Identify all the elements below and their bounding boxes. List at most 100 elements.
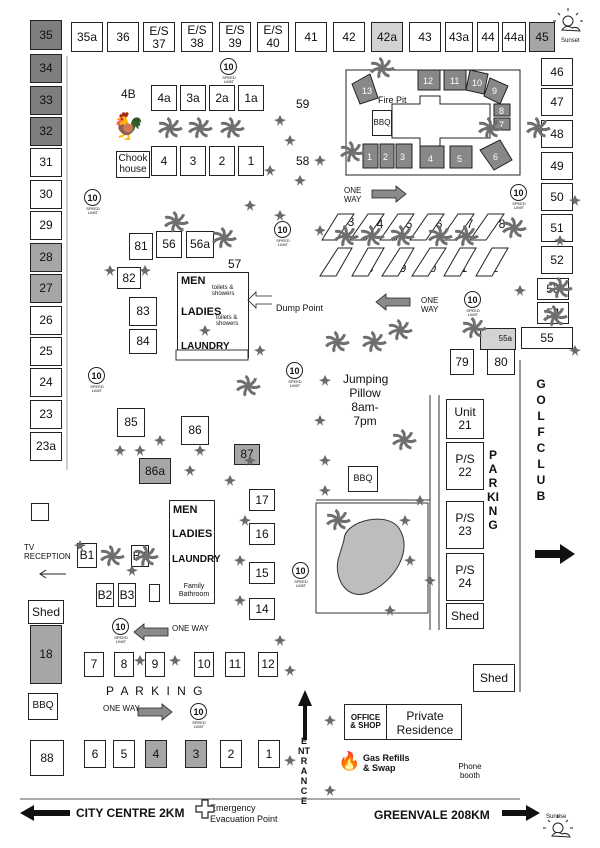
site-52[interactable]: 52 bbox=[541, 246, 573, 274]
cabin-1[interactable]: 1 bbox=[238, 146, 264, 176]
site-36[interactable]: 36 bbox=[107, 22, 139, 52]
site-86a[interactable]: 86a bbox=[139, 458, 171, 484]
site-41[interactable]: 41 bbox=[295, 22, 327, 52]
unit-b3[interactable]: B3 bbox=[118, 583, 136, 607]
site-23[interactable]: 23 bbox=[30, 400, 62, 429]
site-77[interactable]: 77 bbox=[460, 217, 474, 231]
site-56a[interactable]: 56a bbox=[186, 231, 214, 258]
site-25[interactable]: 25 bbox=[30, 337, 62, 366]
site-34[interactable]: 34 bbox=[30, 54, 62, 83]
site-es-38[interactable]: E/S 38 bbox=[181, 22, 213, 52]
site-75[interactable]: 75 bbox=[399, 217, 413, 231]
amenities-block-2[interactable]: MEN LADIES LAUNDRY Family Bathroom bbox=[169, 500, 221, 604]
site-51[interactable]: 51 bbox=[541, 214, 573, 242]
site-6[interactable]: 6 bbox=[84, 740, 106, 768]
site-44a[interactable]: 44a bbox=[502, 22, 526, 52]
site-56[interactable]: 56 bbox=[156, 231, 182, 258]
site-55a[interactable]: 55a bbox=[480, 328, 516, 350]
site-82[interactable]: 82 bbox=[117, 267, 141, 289]
site-35a[interactable]: 35a bbox=[71, 22, 103, 52]
site-80[interactable]: 80 bbox=[487, 349, 515, 375]
site-69[interactable]: 69 bbox=[393, 261, 407, 275]
site-49[interactable]: 49 bbox=[541, 152, 573, 180]
site-es-37[interactable]: E/S 37 bbox=[143, 22, 175, 52]
site-55[interactable]: 55 bbox=[521, 327, 573, 349]
site-8[interactable]: 8 bbox=[114, 652, 134, 677]
site-14[interactable]: 14 bbox=[249, 598, 275, 620]
site-43a[interactable]: 43a bbox=[445, 22, 473, 52]
site-74[interactable]: 74 bbox=[370, 217, 384, 231]
site-84[interactable]: 84 bbox=[129, 329, 157, 354]
chook-house[interactable]: Chook house bbox=[116, 151, 150, 178]
site-1[interactable]: 1 bbox=[258, 740, 280, 768]
shed[interactable]: Shed bbox=[473, 664, 515, 692]
site-58[interactable]: 58 bbox=[296, 154, 310, 168]
site-2[interactable]: 2 bbox=[220, 740, 242, 768]
site-67[interactable]: 67 bbox=[329, 259, 343, 273]
site-43[interactable]: 43 bbox=[409, 22, 441, 52]
site-4[interactable]: 4 bbox=[145, 740, 167, 768]
site-10[interactable]: 10 bbox=[194, 652, 214, 677]
cabin-2a[interactable]: 2a bbox=[209, 85, 235, 111]
site-76[interactable]: 76 bbox=[429, 217, 443, 231]
unit-b2[interactable]: B2 bbox=[96, 583, 114, 607]
cabin-1a[interactable]: 1a bbox=[238, 85, 264, 111]
site-83[interactable]: 83 bbox=[129, 297, 157, 326]
site-33[interactable]: 33 bbox=[30, 86, 62, 115]
site-es-39[interactable]: E/S 39 bbox=[219, 22, 251, 52]
site-68[interactable]: 68 bbox=[360, 261, 374, 275]
office-shop[interactable]: OFFICE & SHOP bbox=[345, 705, 387, 739]
shed[interactable]: Shed bbox=[28, 600, 64, 624]
office-and-residence[interactable]: OFFICE & SHOP Private Residence bbox=[344, 704, 462, 740]
site-11[interactable]: 11 bbox=[225, 652, 245, 677]
site-32[interactable]: 32 bbox=[30, 117, 62, 146]
cabin-3[interactable]: 3 bbox=[180, 146, 206, 176]
site-12[interactable]: 12 bbox=[258, 652, 278, 677]
site-24[interactable]: 24 bbox=[30, 368, 62, 397]
site-es-40[interactable]: E/S 40 bbox=[257, 22, 289, 52]
unit-b1[interactable]: B1 bbox=[77, 543, 97, 568]
site-28[interactable]: 28 bbox=[30, 243, 62, 272]
site-46[interactable]: 46 bbox=[541, 58, 573, 86]
site-15[interactable]: 15 bbox=[249, 562, 275, 584]
shed[interactable]: Shed bbox=[446, 603, 484, 629]
site-35[interactable]: 35 bbox=[30, 20, 62, 50]
site-70[interactable]: 70 bbox=[423, 261, 437, 275]
unit-21[interactable]: Unit 21 bbox=[446, 399, 484, 439]
site-42a[interactable]: 42a bbox=[371, 22, 403, 52]
site-59[interactable]: 59 bbox=[296, 97, 310, 111]
powered-site-23[interactable]: P/S 23 bbox=[446, 501, 484, 549]
site-9[interactable]: 9 bbox=[145, 652, 165, 677]
site-78[interactable]: 78 bbox=[492, 217, 506, 231]
site-18[interactable]: 18 bbox=[30, 625, 62, 684]
site-5[interactable]: 5 bbox=[113, 740, 135, 768]
bbq-bottom[interactable]: BBQ bbox=[28, 693, 58, 720]
cabin-4a[interactable]: 4a bbox=[151, 85, 177, 111]
bbq-kitchen[interactable]: BBQ bbox=[372, 110, 392, 136]
unit-b4[interactable]: B4 bbox=[131, 545, 149, 567]
cabin-4b[interactable]: 4B bbox=[121, 87, 136, 101]
amenities-block[interactable]: MEN toilets & showers LADIES toilets & s… bbox=[177, 272, 249, 358]
site-48[interactable]: 48 bbox=[541, 120, 573, 148]
site-79[interactable]: 79 bbox=[450, 349, 474, 375]
site-3[interactable]: 3 bbox=[185, 740, 207, 768]
site-7[interactable]: 7 bbox=[84, 652, 104, 677]
site-30[interactable]: 30 bbox=[30, 180, 62, 209]
site-45[interactable]: 45 bbox=[529, 22, 555, 52]
site-87[interactable]: 87 bbox=[234, 444, 260, 465]
site-47[interactable]: 47 bbox=[541, 88, 573, 116]
site-42[interactable]: 42 bbox=[333, 22, 365, 52]
site-71[interactable]: 71 bbox=[454, 261, 468, 275]
site-29[interactable]: 29 bbox=[30, 211, 62, 240]
site-85[interactable]: 85 bbox=[117, 408, 145, 437]
site-31[interactable]: 31 bbox=[30, 148, 62, 177]
site-50[interactable]: 50 bbox=[541, 183, 573, 211]
site-57[interactable]: 57 bbox=[228, 257, 242, 271]
site-86[interactable]: 86 bbox=[181, 416, 209, 445]
cabin-3a[interactable]: 3a bbox=[180, 85, 206, 111]
site-54[interactable]: 54 bbox=[537, 302, 569, 324]
bbq-pool[interactable]: BBQ bbox=[348, 466, 378, 492]
site-88[interactable]: 88 bbox=[30, 740, 64, 776]
site-26[interactable]: 26 bbox=[30, 306, 62, 335]
site-17[interactable]: 17 bbox=[249, 489, 275, 511]
